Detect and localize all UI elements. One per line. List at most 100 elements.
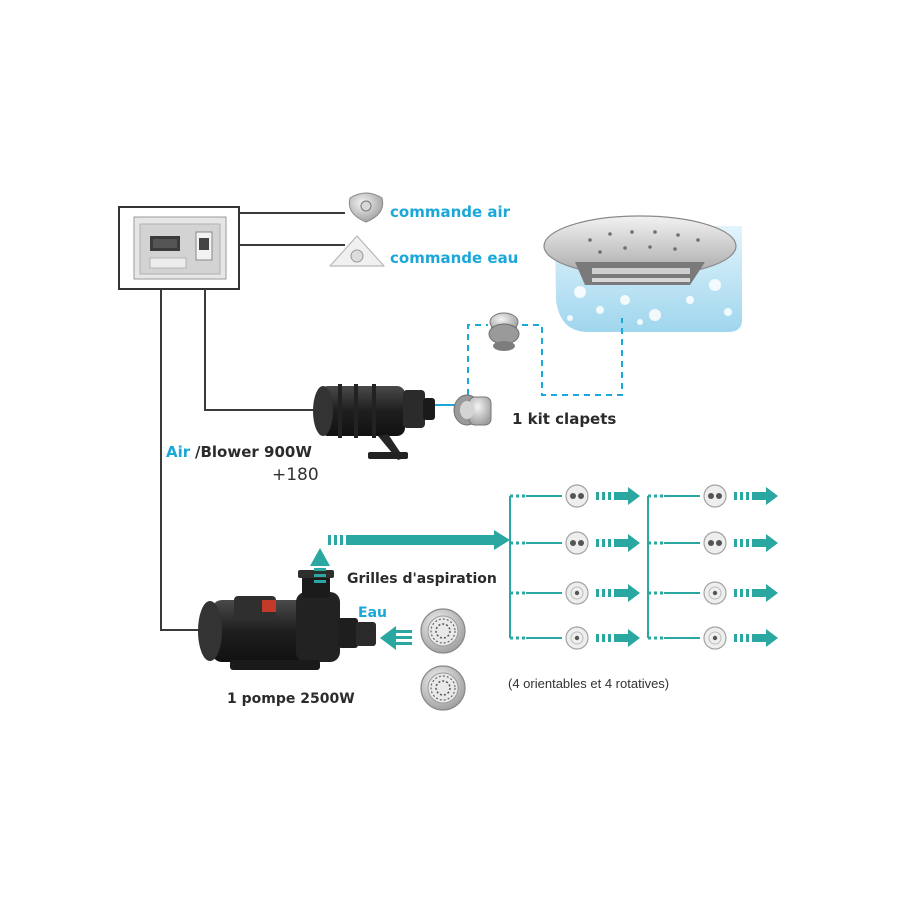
jet-feed-dash	[648, 541, 651, 545]
jet-hole	[708, 540, 714, 546]
jet-arrow-head	[766, 584, 778, 602]
jet-arrow-head	[628, 629, 640, 647]
jet-nozzle-icon	[565, 531, 589, 555]
jet-arrow-dash	[596, 539, 599, 547]
electrical-wiring	[160, 212, 345, 631]
jet-hole	[712, 590, 718, 596]
jet-hole	[712, 635, 718, 641]
jets-note-label: (4 orientables et 4 rotatives)	[508, 676, 669, 691]
jet-arrow-dash	[746, 589, 749, 597]
wire-to-blower	[204, 289, 318, 411]
jet-hole	[578, 493, 584, 499]
suction-grille-lower	[420, 665, 466, 711]
blower-image	[313, 384, 435, 460]
jet-hole	[716, 540, 722, 546]
pump-output-arrow-up	[310, 548, 330, 583]
jet-arrow-dash	[602, 589, 605, 597]
jet-nozzle-icon	[703, 484, 727, 508]
jet-arrow-dash	[608, 634, 611, 642]
jet-arrow-dash	[596, 634, 599, 642]
jet-arrow-dash	[740, 589, 743, 597]
jet-feed-dash	[660, 494, 663, 498]
jet-1-4	[510, 626, 640, 650]
jet-feed-dash	[510, 494, 513, 498]
jet-arrow-shaft	[614, 539, 628, 547]
jet-2-4	[648, 626, 778, 650]
jet-ring	[708, 586, 722, 600]
pump-image	[198, 570, 376, 670]
jet-ring	[708, 631, 722, 645]
commande-air-label: commande air	[390, 203, 511, 221]
jet-feed-dash	[522, 591, 525, 595]
jet-hole	[570, 540, 576, 546]
jet-feed-dash	[654, 494, 657, 498]
water-flow	[310, 530, 510, 650]
jet-arrow-shaft	[614, 492, 628, 500]
commande-eau-label: commande eau	[390, 249, 518, 267]
jet-feed-dash	[654, 541, 657, 545]
jet-arrow-dash	[734, 492, 737, 500]
jet-nozzle-icon	[703, 531, 727, 555]
jet-feed-dash	[648, 494, 651, 498]
jet-1-1	[510, 484, 640, 508]
jet-arrow-dash	[740, 539, 743, 547]
air-word-label: Air	[166, 443, 191, 461]
jet-hole	[716, 493, 722, 499]
jet-arrow-dash	[608, 492, 611, 500]
jet-arrow-shaft	[752, 492, 766, 500]
grilles-label: Grilles d'aspiration	[347, 571, 497, 587]
blower-label: /Blower 900W	[195, 443, 312, 461]
jet-ring	[570, 631, 584, 645]
jets-network	[509, 484, 778, 650]
jet-arrow-dash	[734, 589, 737, 597]
jet-arrow-dash	[596, 589, 599, 597]
jet-arrow-dash	[740, 634, 743, 642]
air-line-dashed	[467, 318, 623, 396]
jet-hole	[708, 493, 714, 499]
jet-arrow-dash	[746, 492, 749, 500]
pompe-label: 1 pompe 2500W	[227, 691, 355, 707]
jet-arrow-dash	[602, 539, 605, 547]
jet-arrow-dash	[596, 492, 599, 500]
jet-arrow-head	[766, 534, 778, 552]
jet-arrow-shaft	[752, 634, 766, 642]
jet-2-1	[648, 484, 778, 508]
jet-hole	[574, 590, 580, 596]
jet-feed-dash	[522, 541, 525, 545]
jet-feed-dash	[522, 636, 525, 640]
jet-nozzle-icon	[565, 484, 589, 508]
commande-eau-button-icon	[329, 235, 385, 267]
jet-feed-dash	[648, 636, 651, 640]
check-valve-upper	[488, 312, 520, 351]
jet-arrow-dash	[608, 539, 611, 547]
jet-2-2	[648, 531, 778, 555]
jet-arrow-dash	[602, 492, 605, 500]
kit-clapets-label: 1 kit clapets	[512, 410, 616, 428]
jet-ring	[570, 586, 584, 600]
jet-feed-dash	[510, 636, 513, 640]
jet-feed-dash	[660, 591, 663, 595]
jet-arrow-head	[766, 629, 778, 647]
jet-arrow-dash	[746, 539, 749, 547]
jet-2-3	[648, 581, 778, 605]
jet-arrow-head	[628, 584, 640, 602]
jet-feed-dash	[654, 636, 657, 640]
jet-feed-dash	[510, 591, 513, 595]
jet-feed-dash	[654, 591, 657, 595]
jet-feed-dash	[660, 541, 663, 545]
jet-arrow-shaft	[752, 589, 766, 597]
commande-air-button-icon	[348, 192, 384, 223]
main-supply-arrow	[328, 530, 510, 550]
jet-arrow-shaft	[614, 634, 628, 642]
jet-arrow-dash	[734, 539, 737, 547]
jet-arrow-shaft	[752, 539, 766, 547]
wire-to-pump	[160, 289, 212, 631]
jet-feed-dash	[510, 541, 513, 545]
jet-arrow-head	[628, 534, 640, 552]
jet-hole	[578, 540, 584, 546]
jet-1-3	[510, 581, 640, 605]
air-bubble-pad-image	[543, 215, 742, 332]
control-box	[118, 206, 240, 290]
jet-feed-dash	[522, 494, 525, 498]
